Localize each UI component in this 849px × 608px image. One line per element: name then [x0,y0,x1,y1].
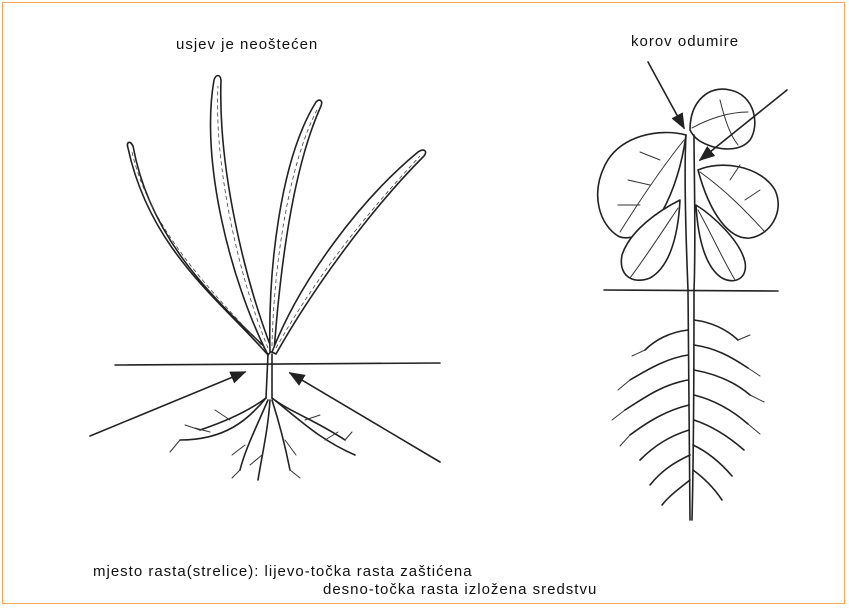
crop-leaf [127,142,270,355]
weed-arrow-left [648,62,684,128]
crop-soil-line [115,363,440,365]
weed-leaf [690,89,755,149]
weed-soil-line [604,290,778,291]
crop-stem [266,354,272,398]
crop-arrow-left [90,372,245,436]
weed-plant-illustration [598,62,787,520]
crop-roots [170,398,355,480]
crop-leaf [210,76,272,356]
weed-stem [685,135,695,290]
weed-roots [612,290,764,520]
crop-plant-illustration [90,76,440,481]
